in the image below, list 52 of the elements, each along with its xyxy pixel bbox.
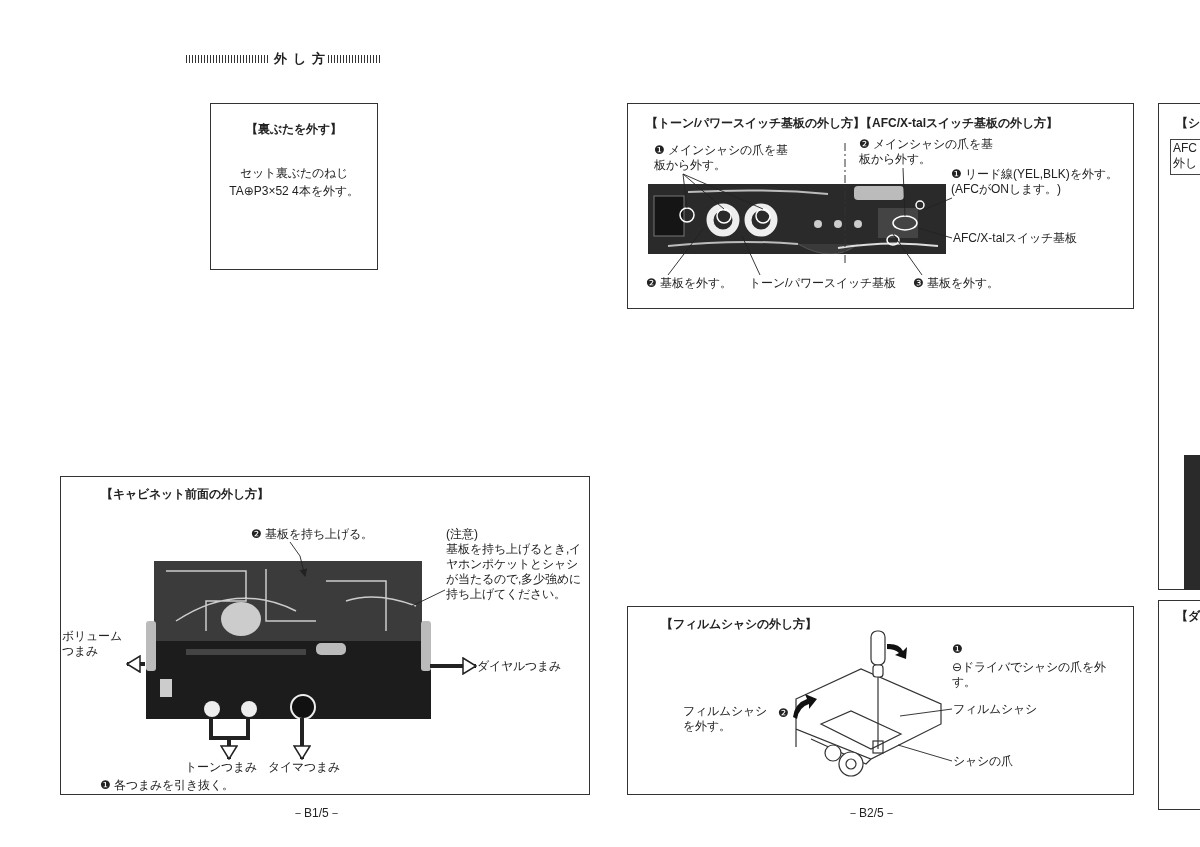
instruction-panel: [627, 103, 1134, 309]
callout-text: トーンつまみ: [185, 760, 265, 776]
callout-text: 基板を持ち上げるとき,イヤホンポケットとシャシが当たるので,多少強めに持ち上げてください。: [446, 542, 583, 602]
instruction-text: フィルムシャシを外す。: [683, 704, 768, 734]
note-text: AFC: [1173, 141, 1198, 156]
leader-line: [897, 744, 953, 762]
callout-text: タイマつまみ: [268, 760, 348, 776]
note-text: 外し: [1173, 156, 1198, 171]
instruction-text: ❷: [778, 706, 790, 721]
hollow-arrow: [293, 718, 311, 760]
instruction-panel: [60, 476, 590, 795]
callout-text: ダイヤルつまみ: [477, 659, 571, 675]
hollow-arrow: [209, 716, 250, 761]
callout-text: ❸ 基板を外す。: [913, 276, 1013, 292]
page-number: －B1/5－: [292, 806, 342, 821]
leader-line: [682, 173, 688, 209]
callout-text: ❶ リード線(YEL,BLK)を外す。: [951, 167, 1119, 182]
panel-heading: 【フィルムシャシの外し方】: [661, 617, 817, 632]
hollow-arrow: [430, 657, 477, 675]
callout-text: AFC/X-talスイッチ基板: [953, 231, 1113, 247]
callout-text: ❷ メインシャシの爪を基板から外す。: [859, 137, 1001, 169]
instruction-text: ❶: [952, 642, 964, 657]
instruction-text: ❶ 各つまみを引き抜く。: [100, 778, 236, 793]
callout-text: (注意): [446, 527, 479, 542]
panel-heading: 【裏ぶたを外す】: [246, 122, 342, 137]
page-title: 外し方: [274, 51, 331, 66]
leader-line: [682, 173, 764, 210]
callout-text: ボリュームつまみ: [62, 629, 128, 673]
page-number: －B2/5－: [847, 806, 897, 821]
instruction-panel: [1158, 600, 1200, 810]
leader-line: [682, 173, 725, 210]
leader-line: [411, 589, 446, 607]
leader-line: [667, 228, 704, 276]
callout-text: ❷ 基板を持ち上げる。: [251, 527, 389, 543]
callout-text: ❷ 基板を外す。: [646, 276, 746, 292]
instruction-panel: [627, 606, 1134, 795]
panel-heading: 【キャビネット前面の外し方】: [101, 487, 269, 502]
callout-text: トーン/パワースイッチ基板: [749, 276, 909, 292]
leader-line: [741, 235, 761, 276]
hollow-arrow: [126, 655, 145, 673]
panel-heading: 【ダ: [1176, 609, 1200, 624]
instruction-panel: [210, 103, 378, 270]
instruction-text: ⊖ドライバでシャシの爪を外す。: [952, 660, 1108, 690]
leader-line: [892, 233, 923, 276]
callout-text: シャシの爪: [953, 754, 1023, 770]
callout-text: フィルムシャシ: [953, 702, 1047, 718]
instruction-text: TA⊕P3×52 4本を外す。: [229, 184, 359, 199]
callout-text: ❶ メインシャシの爪を基板から外す。: [654, 143, 796, 175]
panel-heading: 【シ: [1176, 116, 1200, 131]
leader-line: [902, 167, 906, 217]
callout-text: (AFCがONします。): [951, 182, 1062, 197]
instruction-text: セット裏ぶたのねじ: [240, 166, 348, 181]
